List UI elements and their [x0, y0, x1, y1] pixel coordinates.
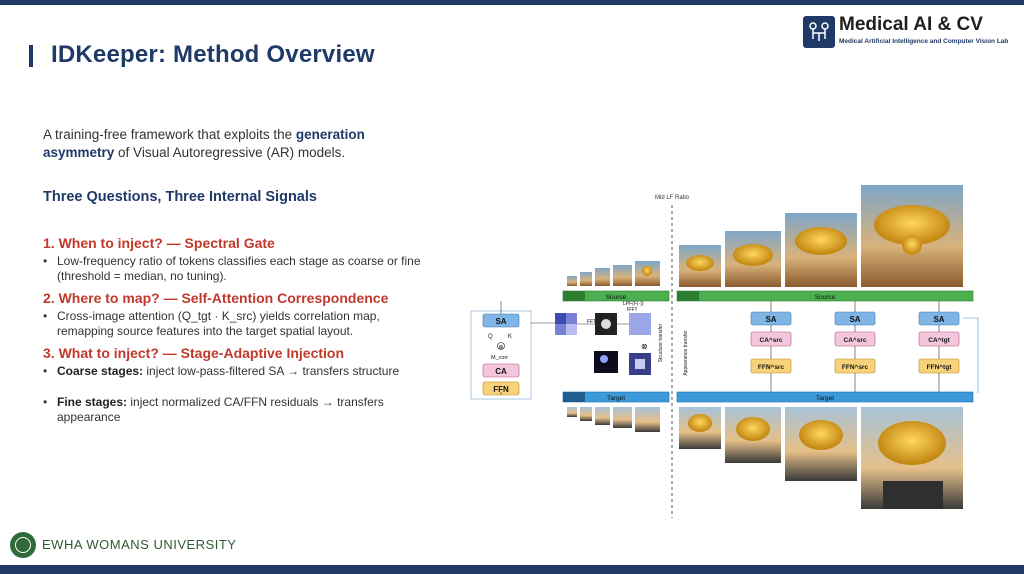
method-figure: Mid LF Ratio Source Source	[463, 183, 993, 520]
question-1-bullet: • Low-frequency ratio of tokens classifi…	[43, 254, 423, 284]
target-images-coarse	[567, 407, 660, 432]
target-bar-right	[676, 391, 974, 403]
lab-logo-icon	[803, 16, 835, 48]
bullet-dot: •	[43, 364, 48, 378]
appearance-transfer-label: Appearance transfer	[683, 330, 689, 376]
ca-label-left: CA	[495, 367, 507, 376]
method-diagram: Mid LF Ratio Source Source	[470, 185, 979, 518]
lab-logo: Medical AI & CV Medical Artificial Intel…	[803, 14, 1013, 50]
right-block-column-2: SA CA^src FFN^src	[834, 311, 876, 374]
ca-src-label-col1: CA^src	[760, 336, 783, 344]
lab-subtitle: Medical Artificial Intelligence and Comp…	[839, 38, 1009, 45]
correspondence-maps: FFT IFFT LPF(F(·)) ⊗	[555, 301, 651, 375]
sa-label-col1: SA	[765, 315, 776, 324]
question-3-bullet-fine: • Fine stages: inject normalized CA/FFN …	[43, 395, 423, 425]
intro-paragraph: A training-free framework that exploits …	[43, 126, 433, 162]
left-transformer-block: SA Q K ⊕ M_corr CA FFN	[470, 310, 532, 400]
top-accent-bar	[0, 0, 1024, 5]
k-label: K	[508, 334, 512, 340]
sa-label-left: SA	[495, 317, 506, 326]
university-seal-icon	[10, 532, 36, 558]
sa-label-col2: SA	[849, 315, 860, 324]
lpf-label: LPF(F(·))	[623, 301, 644, 307]
coarse-text: inject low-pass-filtered SA → transfers …	[143, 364, 400, 378]
svg-text:⊗: ⊗	[641, 342, 648, 351]
question-2-title: 2. Where to map? — Self-Attention Corres…	[43, 290, 389, 306]
intro-suffix: of Visual Autoregressive (AR) models.	[114, 145, 346, 160]
target-label-right: Target	[816, 395, 834, 402]
connector-lines	[500, 301, 979, 395]
source-images-fine	[679, 185, 963, 287]
mcorr-label: M_corr	[491, 355, 508, 361]
target-label-left: Target	[607, 395, 625, 402]
question-1-title: 1. When to inject? — Spectral Gate	[43, 235, 275, 251]
bullet-dot: •	[43, 254, 48, 268]
structure-transfer-label: Structure transfer	[658, 323, 664, 362]
ifft-label: IFFT	[627, 307, 638, 313]
source-images-coarse	[567, 261, 660, 286]
ffn-src-label-col2: FFN^src	[842, 363, 869, 371]
svg-text:⊕: ⊕	[498, 345, 503, 351]
q-label: Q	[488, 334, 493, 340]
lab-name: Medical AI & CV	[839, 14, 983, 35]
question-2-bullet: • Cross-image attention (Q_tgt · K_src) …	[43, 309, 423, 339]
university-name: EWHA WOMANS UNIVERSITY	[42, 537, 237, 552]
intro-prefix: A training-free framework that exploits …	[43, 127, 296, 142]
source-label-right: Source	[815, 294, 836, 301]
ca-tgt-label-col3: CA^tgt	[928, 336, 950, 344]
bottom-accent-bar	[0, 565, 1024, 574]
question-3-bullet-coarse: • Coarse stages: inject low-pass-filtere…	[43, 364, 423, 379]
intro-bold: generation asymmetry	[43, 127, 365, 160]
slide-title: IDKeeper: Method Overview	[51, 41, 375, 68]
ffn-src-label-col1: FFN^src	[758, 363, 785, 371]
source-label-left: Source	[606, 294, 627, 301]
sa-label-col3: SA	[933, 315, 944, 324]
right-block-column-3: SA CA^tgt FFN^tgt	[918, 311, 960, 374]
question-1-bullet-text: Low-frequency ratio of tokens classifies…	[57, 254, 421, 283]
source-bar-right-tokens	[677, 291, 699, 301]
source-bar-left-tokens	[563, 291, 585, 301]
bullet-dot: •	[43, 309, 48, 323]
bullet-dot: •	[43, 395, 48, 409]
right-block-column-1: SA CA^src FFN^src	[750, 311, 792, 374]
fft-label: FFT	[587, 319, 596, 325]
title-accent-mark	[29, 45, 33, 67]
question-3-title: 3. What to inject? — Stage-Adaptive Inje…	[43, 345, 345, 361]
question-2-bullet-text: Cross-image attention (Q_tgt · K_src) yi…	[57, 309, 380, 338]
section-subheading: Three Questions, Three Internal Signals	[43, 189, 317, 205]
ffn-tgt-label-col3: FFN^tgt	[927, 363, 953, 371]
target-bar-left-tokens	[563, 392, 585, 402]
target-images-fine	[679, 407, 963, 509]
fine-label: Fine stages:	[57, 395, 128, 409]
mid-lf-label: Mid LF Ratio	[655, 195, 690, 201]
ca-src-label-col2: CA^src	[844, 336, 867, 344]
coarse-label: Coarse stages:	[57, 364, 144, 378]
ffn-label-left: FFN	[493, 385, 509, 394]
fine-text: inject normalized CA/FFN residuals → tra…	[57, 395, 384, 424]
